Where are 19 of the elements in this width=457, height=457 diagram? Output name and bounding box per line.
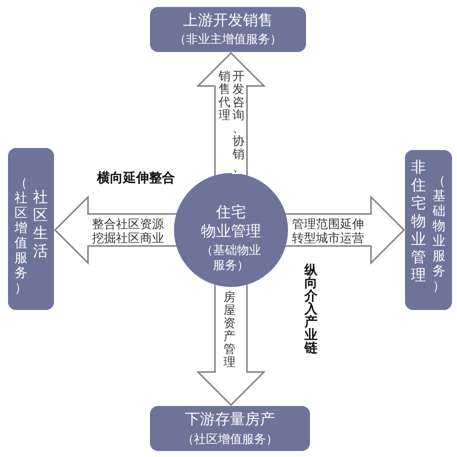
circle-subtitle: （基础物业服务） [200,243,262,273]
category-box [8,148,54,310]
category-box [150,406,310,451]
edge-label: 开发咨询、协销、 [232,70,246,174]
edge-label: 房屋资产管理 [223,291,236,369]
box-title: 非住宅物业管理 [410,158,426,284]
box-subtitle: （非业主增值服务） [173,31,283,47]
box-subtitle: （社区增值服务） [181,431,279,447]
box-subtitle: （基础物业服务） [432,174,446,294]
annotation-text: 横向延伸整合 [97,172,175,186]
box-title: 社区生活 [32,188,48,260]
arrow-text: 销售代理 [218,70,232,122]
annotation-text: 纵向介入产业链 [304,264,318,355]
circle-title: 住宅物业管理 [200,203,262,241]
box-title: 下游存量房产 [184,409,276,429]
category-box [405,150,452,310]
category-box [150,7,306,52]
box-subtitle: （社区增值服务） [14,176,28,296]
box-title: 上游开发销售 [182,10,274,30]
